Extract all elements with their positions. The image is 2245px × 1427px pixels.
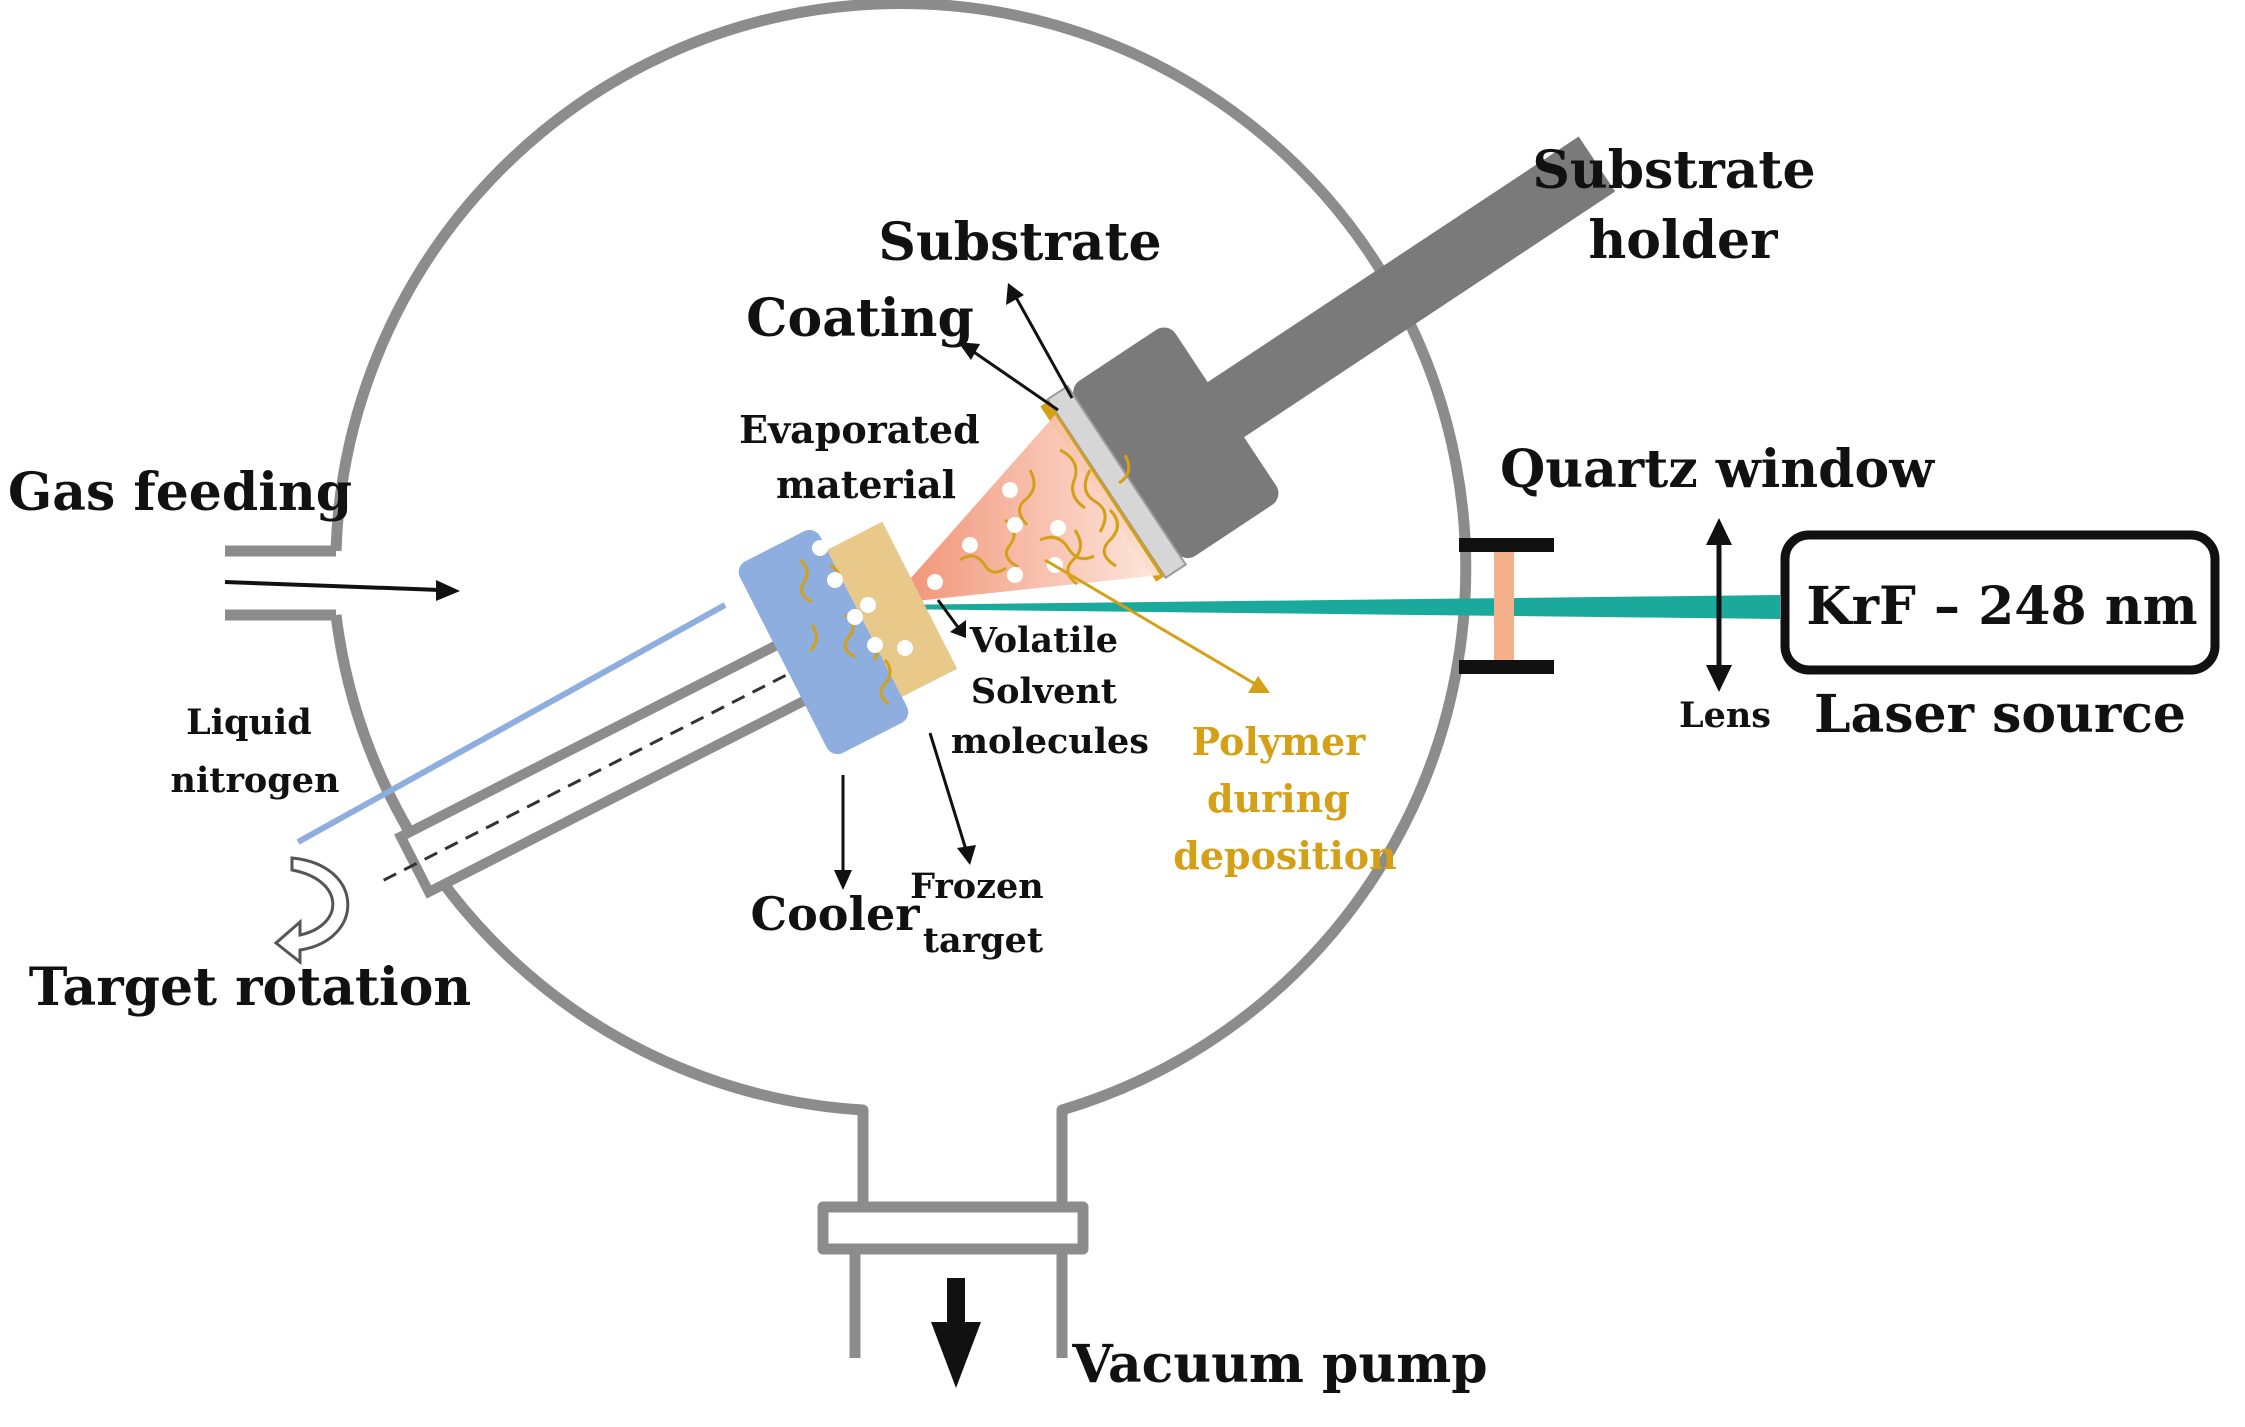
quartz-window: [1459, 538, 1554, 674]
holder-head: [1073, 327, 1279, 559]
quartz-window-label: Quartz window: [1500, 439, 1935, 500]
pointer-arrows: [834, 283, 1270, 890]
rotation-axis: [382, 660, 813, 882]
lens-label: Lens: [1679, 695, 1771, 736]
substrate-label: Substrate: [878, 212, 1161, 273]
laser-source-label: Laser source: [1814, 684, 2186, 745]
down-arrow-icon: [931, 1278, 981, 1388]
polymer-label: Polymer during deposition: [1173, 719, 1396, 878]
laser-beam: [885, 595, 1780, 619]
coating-label: Coating: [746, 288, 974, 349]
evaporated-material-label: Evaporated material: [739, 407, 993, 507]
liquid-nitrogen-line: [296, 602, 727, 845]
target-assembly: [382, 521, 958, 899]
gas-inlet-arrow: [224, 580, 460, 601]
polymer-strands: [959, 448, 1131, 586]
target-rotation-label: Target rotation: [29, 957, 471, 1018]
volatile-label: Volatile Solvent molecules: [951, 620, 1149, 762]
laser-source-box: [1780, 530, 2220, 675]
labels: Substrate holder Substrate Coating Evapo…: [8, 140, 2198, 1395]
vacuum-pump-label: Vacuum pump: [1071, 1334, 1487, 1395]
frozen-target-label: Frozen target: [910, 866, 1056, 961]
chamber-wall: [330, 0, 1472, 1170]
laser-box-label: KrF – 248 nm: [1806, 576, 2197, 637]
frozen-target: [827, 521, 958, 697]
cooler: [738, 529, 909, 755]
target-molecules: [812, 540, 913, 656]
vacuum-chamber: [225, 0, 1472, 1358]
substrate-holder-label: Substrate holder: [1532, 140, 1833, 271]
pump-flange: [817, 1201, 1089, 1255]
double-arrow-icon: [1706, 518, 1732, 692]
liquid-nitrogen-label: Liquid nitrogen: [171, 702, 340, 801]
curved-arrow-icon: [273, 856, 350, 966]
gas-feeding-label: Gas feeding: [8, 462, 352, 523]
cooler-label: Cooler: [751, 887, 921, 941]
